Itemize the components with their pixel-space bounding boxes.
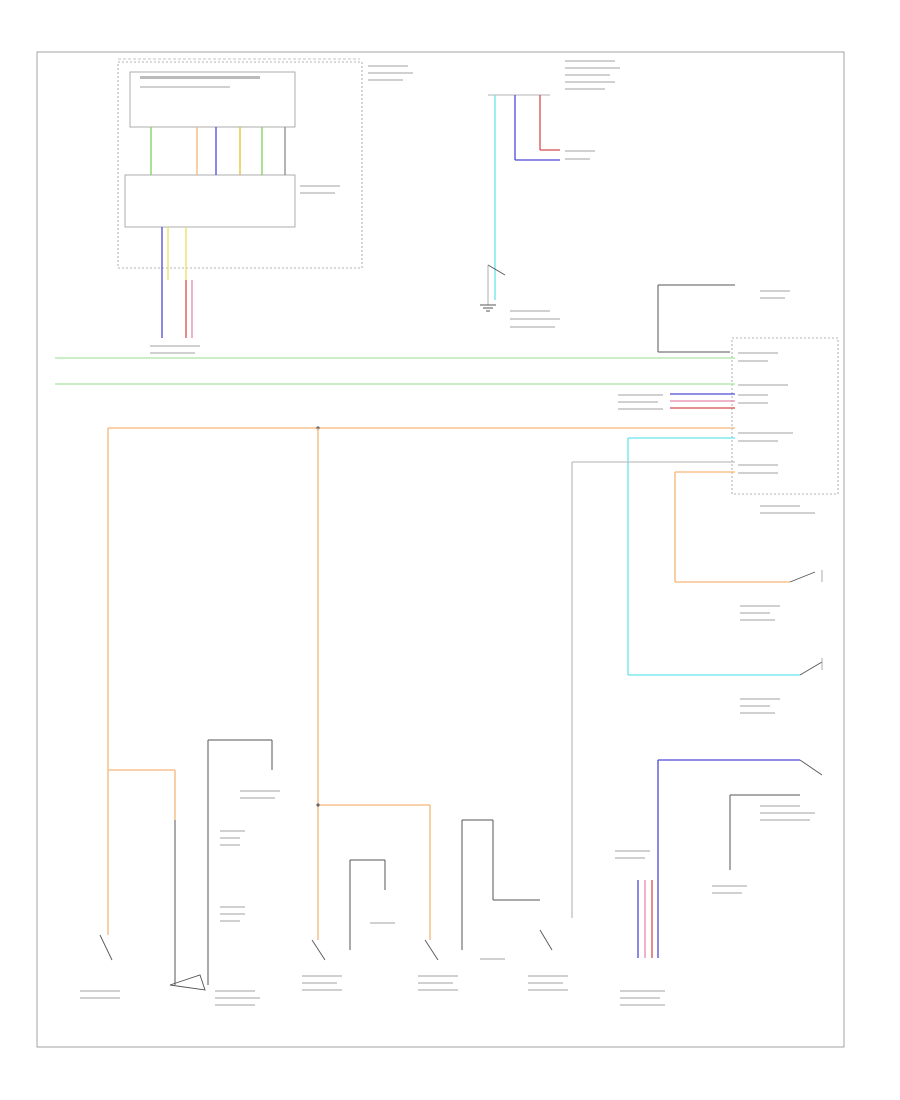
fuse-relay-block — [480, 60, 620, 328]
transmission-range-switch-block — [117, 58, 363, 354]
gray-signal-wire — [571, 461, 735, 918]
control-module-connector — [657, 284, 839, 514]
bottom-right-circuits — [615, 759, 823, 1006]
diagram-frame — [36, 51, 845, 1048]
right-side-switch-wires — [627, 437, 823, 714]
bottom-left-circuits — [80, 428, 280, 1006]
bottom-center-circuits — [302, 428, 568, 991]
top-center-labels — [368, 65, 413, 81]
signal-buses — [55, 357, 735, 430]
